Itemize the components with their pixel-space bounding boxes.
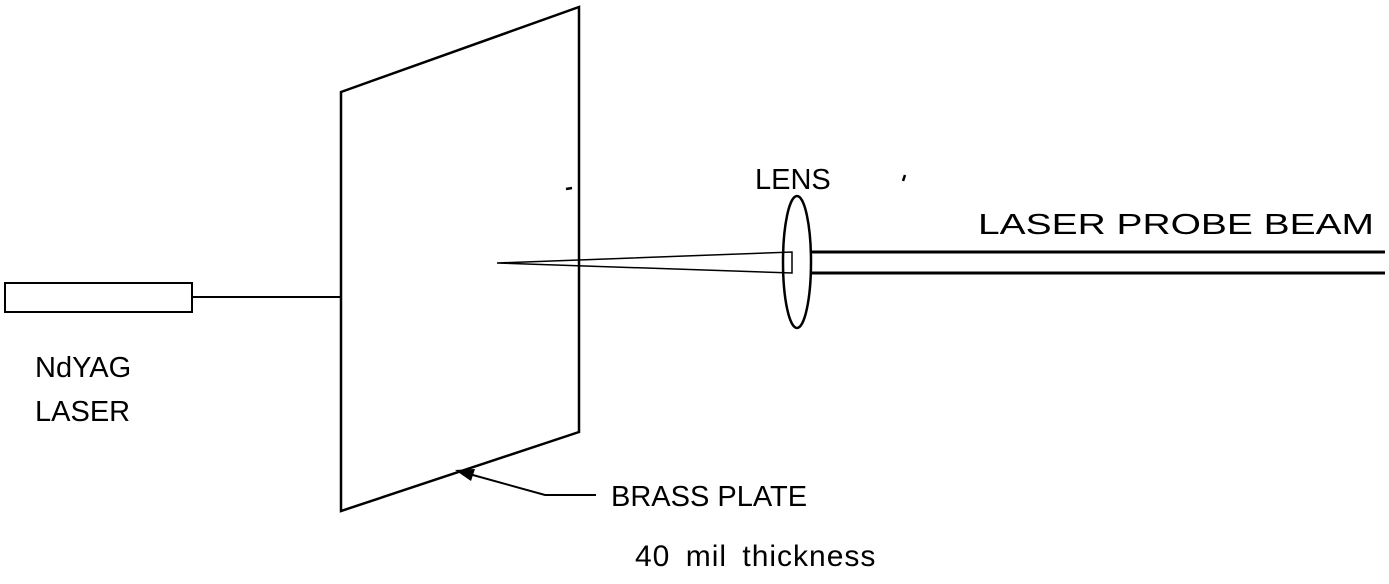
lens-label: LENS (755, 164, 831, 196)
ndyag-label: NdYAG (35, 352, 131, 384)
brass-plate (339, 5, 581, 513)
laser-label: LASER (35, 396, 130, 428)
plate-pointer-line (461, 471, 596, 496)
thickness-label: 40 mil thickness (635, 540, 876, 573)
brass-plate-label: BRASS PLATE (611, 481, 807, 513)
stray-mark (565, 186, 573, 191)
ndyag-laser-box (4, 282, 193, 313)
stray-mark (901, 174, 907, 182)
lens-ellipse (781, 194, 813, 330)
plate-pointer-arrowhead (455, 469, 475, 481)
probe-beam-label: LASER PROBE BEAM (978, 209, 1374, 241)
converging-beam (496, 251, 793, 274)
